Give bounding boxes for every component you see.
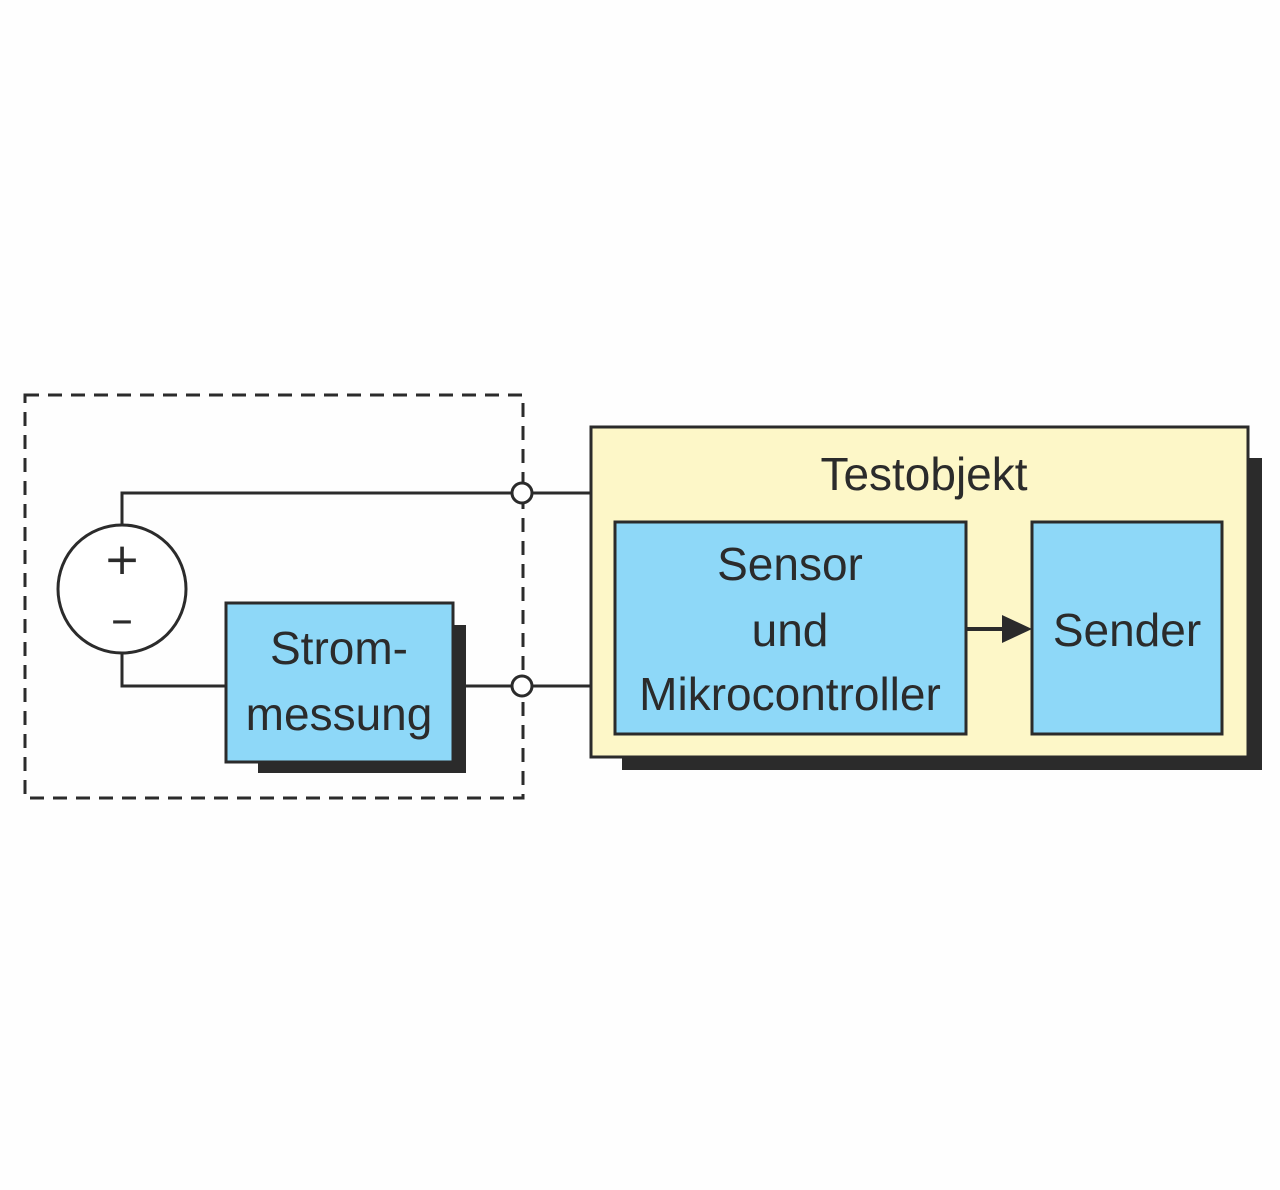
strommessung-block: [224, 601, 455, 764]
measurement-setup-boundary: [23, 393, 525, 800]
top-wire: [120, 491, 591, 525]
plus-sign: +: [104, 534, 141, 585]
voltage-source-symbol: [56, 523, 188, 655]
strommessung-label-line2: messung: [246, 688, 433, 740]
signal-arrow-head: [1002, 615, 1032, 643]
sender-block: [1030, 520, 1224, 736]
sensor-label-line2: und: [752, 604, 829, 656]
strommessung-label-line1: Strom-: [270, 622, 408, 674]
testobjekt-title: Testobjekt: [820, 448, 1027, 500]
sensor-block: [613, 520, 968, 736]
top-terminal: [510, 481, 534, 505]
sensor-label-line1: Sensor: [717, 538, 863, 590]
sensor-label-line3: Mikrocontroller: [639, 668, 941, 720]
bottom-wire-left: [120, 653, 226, 688]
minus-sign: –: [111, 594, 133, 645]
bottom-terminal: [510, 674, 534, 698]
sender-label: Sender: [1053, 604, 1201, 656]
